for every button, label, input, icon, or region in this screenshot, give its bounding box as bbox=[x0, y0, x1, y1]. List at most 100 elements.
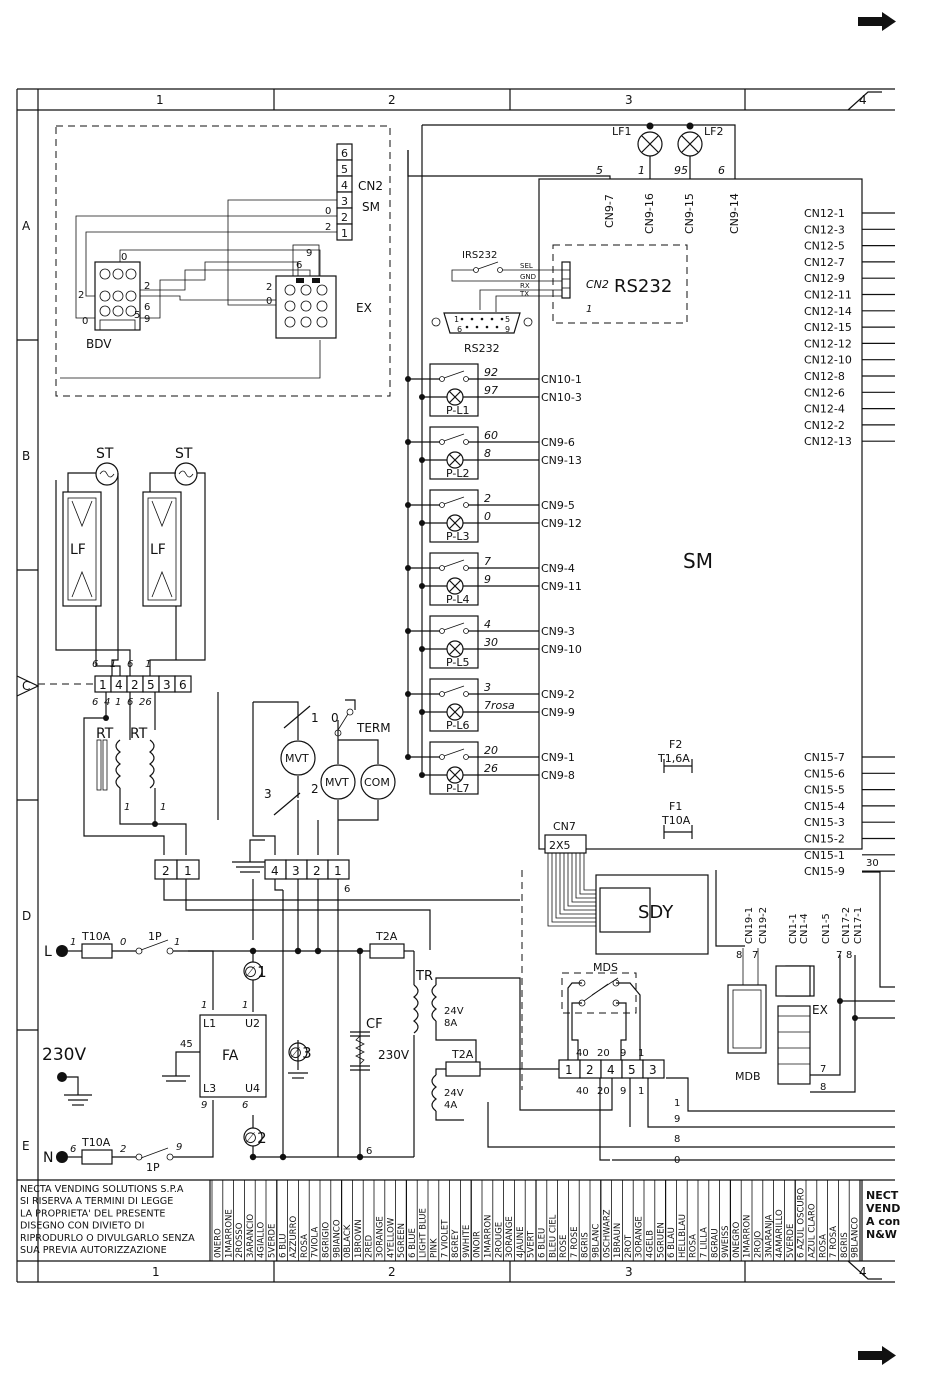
mvt-label: MVT bbox=[285, 752, 309, 765]
cn12-label: CN12-12 bbox=[804, 337, 852, 350]
next-page-arrow-icon-bottom[interactable] bbox=[858, 1346, 896, 1365]
next-page-arrow-icon[interactable] bbox=[858, 12, 896, 31]
mds-wire: 40 bbox=[576, 1048, 589, 1059]
footer-company-notice: NECTA VENDING SOLUTIONS S.P.ASI RISERVA … bbox=[20, 1184, 195, 1256]
cn12-label: CN12-1 bbox=[804, 207, 845, 220]
tr-sec: 4A bbox=[444, 1100, 457, 1111]
mds-wire: 1 bbox=[638, 1086, 644, 1097]
l-terminal bbox=[56, 945, 68, 957]
row-label-e: E bbox=[22, 1139, 30, 1153]
button-cn-label: CN9-10 bbox=[541, 643, 582, 656]
color-code-label: 0BLACK bbox=[343, 1224, 353, 1258]
button-cn-label: CN9-11 bbox=[541, 580, 582, 593]
button-cn-label: CN9-13 bbox=[541, 454, 582, 467]
color-code-label: 2ROT bbox=[624, 1234, 634, 1258]
color-code-label: AZZURRO bbox=[289, 1216, 299, 1258]
cn12-label: CN12-11 bbox=[804, 289, 852, 302]
cn15-label: CN15-3 bbox=[804, 816, 845, 829]
button-cn-label: CN9-1 bbox=[541, 751, 575, 764]
color-code-label: 9BLANCO bbox=[851, 1217, 861, 1258]
wire-number: 9 bbox=[176, 1142, 182, 1153]
phi3-icon bbox=[288, 1042, 308, 1062]
color-code-label: ROSE bbox=[559, 1235, 569, 1258]
cn12-label: CN12-6 bbox=[804, 386, 845, 399]
lamp-assembly-left bbox=[55, 462, 131, 676]
cn2-pin: 5 bbox=[341, 163, 348, 176]
col-label-4: 4 bbox=[859, 93, 867, 107]
company-notice-line: SI RISERVA A TERMINI DI LEGGE bbox=[20, 1196, 173, 1207]
rt-label: RT bbox=[130, 726, 148, 742]
lamp-wire: 6 bbox=[92, 697, 98, 708]
lamp-label: LF1 bbox=[612, 125, 631, 138]
wire-number: 1 bbox=[70, 937, 76, 948]
cf-voltage: 230V bbox=[378, 1048, 410, 1062]
cn2-pin: 1 bbox=[341, 227, 348, 240]
db9-pin: 1 bbox=[454, 315, 459, 324]
color-code-label: 4AMARILLO bbox=[775, 1209, 785, 1258]
color-code-label: 0NOIR bbox=[473, 1231, 483, 1258]
row-label-b: B bbox=[22, 449, 30, 463]
color-code-label: 7 VIOLET bbox=[440, 1219, 450, 1258]
color-code-label: 4GIALLO bbox=[257, 1222, 267, 1258]
color-code-label: 1MARRONE bbox=[224, 1209, 234, 1258]
color-code-label: 0NEGRO bbox=[732, 1221, 742, 1258]
cn7-label: CN7 bbox=[553, 820, 576, 833]
color-code-label: HELLBLAU bbox=[678, 1214, 688, 1258]
cn2-pin: 4 bbox=[341, 179, 348, 192]
lamp-terminal-label: 5 bbox=[147, 678, 155, 692]
button-wire: 30 bbox=[484, 636, 498, 649]
button-label: P-L7 bbox=[446, 782, 470, 795]
cn12-label: CN12-4 bbox=[804, 403, 845, 416]
color-code-label: 1MARRON bbox=[484, 1215, 494, 1258]
sm-connector-label: CN17-1 bbox=[853, 907, 864, 944]
button-cn-label: CN9-2 bbox=[541, 688, 575, 701]
cf-label: CF bbox=[366, 1017, 383, 1032]
company-notice-line: RIPRODURLO O DIVULGARLO SENZA bbox=[20, 1233, 195, 1244]
motor-terminal-label: 4 bbox=[271, 864, 279, 878]
bdv-pin: 0 bbox=[82, 316, 88, 327]
ground-icon bbox=[57, 1072, 92, 1106]
sdy-label: SDY bbox=[638, 902, 674, 923]
mdb-wire: 7 bbox=[752, 950, 758, 961]
mds-terminal-cell bbox=[642, 1059, 665, 1079]
color-code-label: 9WEISS bbox=[721, 1226, 731, 1258]
color-code-label: 6 BLU bbox=[278, 1234, 288, 1258]
button-wire: 4 bbox=[484, 618, 491, 631]
mds-right-wire: 0 bbox=[674, 1155, 680, 1166]
wire-number: 1 bbox=[638, 164, 645, 177]
ex-bottom-wiring bbox=[810, 955, 895, 1093]
mds-wire: 20 bbox=[597, 1086, 610, 1097]
bdv-label: BDV bbox=[86, 337, 112, 351]
ex-wire: 8 bbox=[820, 1082, 826, 1093]
mds-right-wire: 8 bbox=[674, 1134, 680, 1145]
phase-label: L bbox=[44, 944, 52, 960]
button-cn-label: CN10-1 bbox=[541, 373, 582, 386]
color-code-label: 3ARANCIO bbox=[246, 1214, 256, 1258]
com-label: COM bbox=[364, 776, 390, 789]
cn12-list: CN12-1CN12-3CN12-5CN12-7CN12-9CN12-11CN1… bbox=[804, 207, 895, 448]
line-fuse bbox=[68, 939, 214, 1010]
cn12-label: CN12-3 bbox=[804, 223, 845, 236]
color-code-label: 6 BLAU bbox=[667, 1227, 677, 1258]
bdv-connector bbox=[94, 261, 141, 331]
color-code-label: 0NERO bbox=[214, 1228, 224, 1258]
motor-wire: 0 bbox=[331, 711, 339, 725]
color-code-label: 7VIOLA bbox=[311, 1227, 321, 1258]
rt-label: RT bbox=[96, 726, 114, 742]
fa-pin: L1 bbox=[203, 1017, 216, 1030]
rt-wire: 1 bbox=[160, 802, 166, 813]
mds-right-wire: 9 bbox=[674, 1114, 680, 1125]
mvt-motor-2 bbox=[320, 764, 356, 800]
color-code-label: 7 ROSE bbox=[570, 1227, 580, 1258]
wire-number: 6 bbox=[718, 164, 725, 177]
fuse-label: T10A bbox=[81, 1136, 111, 1149]
color-code-label: 3ORANGE bbox=[376, 1216, 386, 1258]
lamp-wire: 6 bbox=[92, 659, 98, 670]
rt-ballast bbox=[83, 692, 219, 855]
sm-board-label: SM bbox=[683, 549, 713, 573]
lf-label: LF bbox=[150, 542, 166, 558]
term-label: TERM bbox=[356, 721, 391, 735]
